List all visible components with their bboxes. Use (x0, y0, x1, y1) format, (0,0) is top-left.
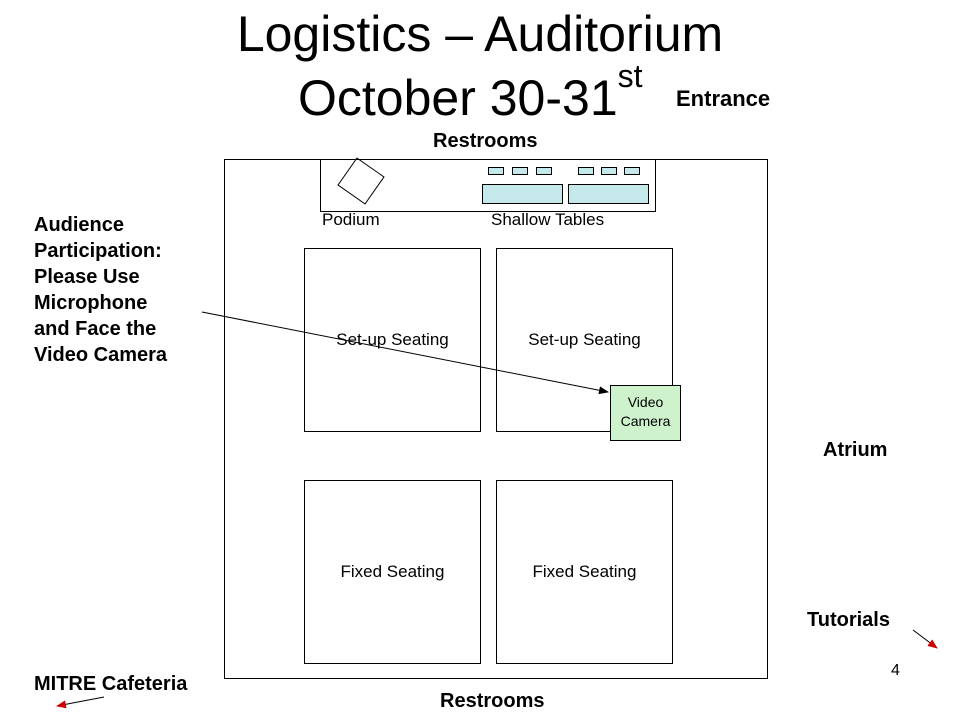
stage-chair (536, 167, 552, 175)
entrance-label: Entrance (676, 86, 771, 111)
camera-pointer-arrow (201, 311, 609, 395)
audience-note-line: Participation: (34, 240, 162, 262)
tutorials-direction-arrow (912, 629, 938, 649)
setup-seating-right: Set-up Seating (496, 248, 673, 432)
audience-note-line: Video Camera (34, 344, 168, 366)
atrium-label: Atrium (823, 439, 888, 461)
audience-note-line: and Face the (34, 318, 157, 340)
stage-chair (601, 167, 617, 175)
mitre-cafeteria-label: MITRE Cafeteria (34, 673, 188, 695)
restrooms-top-label: Restrooms (433, 130, 538, 152)
title-date-suffix: st (617, 58, 643, 94)
shallow-table (482, 184, 563, 204)
stage-chair (578, 167, 594, 175)
audience-note-line: Please Use (34, 266, 140, 288)
title-date: October 30-31 (298, 70, 618, 126)
podium-label: Podium (322, 210, 380, 229)
cafeteria-direction-arrow (56, 696, 105, 709)
shallow-table (568, 184, 649, 204)
tutorials-label: Tutorials (807, 609, 890, 631)
slide-title-line1: Logistics – Auditorium (236, 6, 724, 62)
setup-seating-right-label: Set-up Seating (528, 330, 641, 349)
audience-note-line: Audience (34, 214, 125, 236)
stage-chair (512, 167, 528, 175)
fixed-seating-left: Fixed Seating (304, 480, 481, 664)
video-camera-label-line2: Camera (620, 413, 671, 429)
shallow-tables-label: Shallow Tables (491, 210, 605, 229)
audience-participation-note: Audience Participation: Please Use Micro… (34, 212, 167, 368)
stage-chair (488, 167, 504, 175)
fixed-seating-left-label: Fixed Seating (340, 562, 445, 581)
fixed-seating-right-label: Fixed Seating (532, 562, 637, 581)
fixed-seating-right: Fixed Seating (496, 480, 673, 664)
video-camera-box: Video Camera (610, 385, 681, 441)
restrooms-bottom-label: Restrooms (440, 690, 545, 712)
page-number: 4 (891, 662, 900, 679)
audience-note-line: Microphone (34, 292, 148, 314)
stage-chair (624, 167, 640, 175)
slide-title-line2: October 30-31st (298, 60, 643, 130)
video-camera-label-line1: Video (627, 394, 664, 410)
